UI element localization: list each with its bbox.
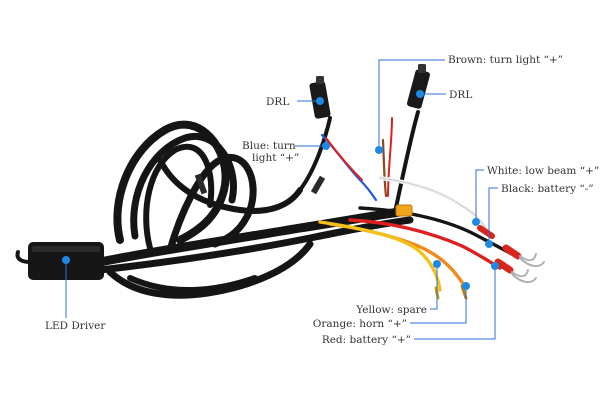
- leader-brown: [378, 59, 445, 150]
- leader-black: [488, 187, 498, 244]
- marker-yellow: [433, 260, 441, 268]
- leader-yellow: [430, 264, 438, 310]
- label-drl-left: DRL: [266, 96, 289, 108]
- label-blue-line2: light “+”: [252, 152, 299, 164]
- leader-lines: [65, 59, 498, 340]
- label-blue-line1: Blue: turn: [242, 140, 296, 152]
- leader-red: [414, 266, 496, 340]
- label-red: Red: battery “+”: [322, 334, 411, 346]
- marker-black: [485, 240, 493, 248]
- callout-labels: LED Driver DRL DRL Blue: turn light “+” …: [45, 54, 599, 346]
- label-white: White: low beam “+”: [487, 165, 599, 177]
- marker-drl-right: [416, 90, 424, 98]
- label-yellow: Yellow: spare: [355, 304, 427, 316]
- marker-blue: [322, 142, 330, 150]
- callout-markers: [62, 90, 499, 290]
- label-led-driver: LED Driver: [45, 320, 106, 332]
- marker-white: [472, 218, 480, 226]
- marker-red: [491, 262, 499, 270]
- leader-orange: [410, 286, 467, 324]
- harness-cable-bundle: [15, 110, 420, 299]
- label-brown: Brown: turn light “+”: [448, 54, 563, 66]
- leader-white: [475, 169, 484, 222]
- label-orange: Orange: horn “+”: [313, 318, 407, 330]
- label-drl-right: DRL: [449, 89, 472, 101]
- marker-drl-left: [316, 97, 324, 105]
- drl-connector-right: [406, 64, 430, 109]
- marker-brown: [375, 146, 383, 154]
- marker-led-driver: [62, 256, 70, 264]
- label-black: Black: battery “-”: [501, 183, 594, 195]
- colored-wires: [318, 117, 514, 292]
- marker-orange: [462, 282, 470, 290]
